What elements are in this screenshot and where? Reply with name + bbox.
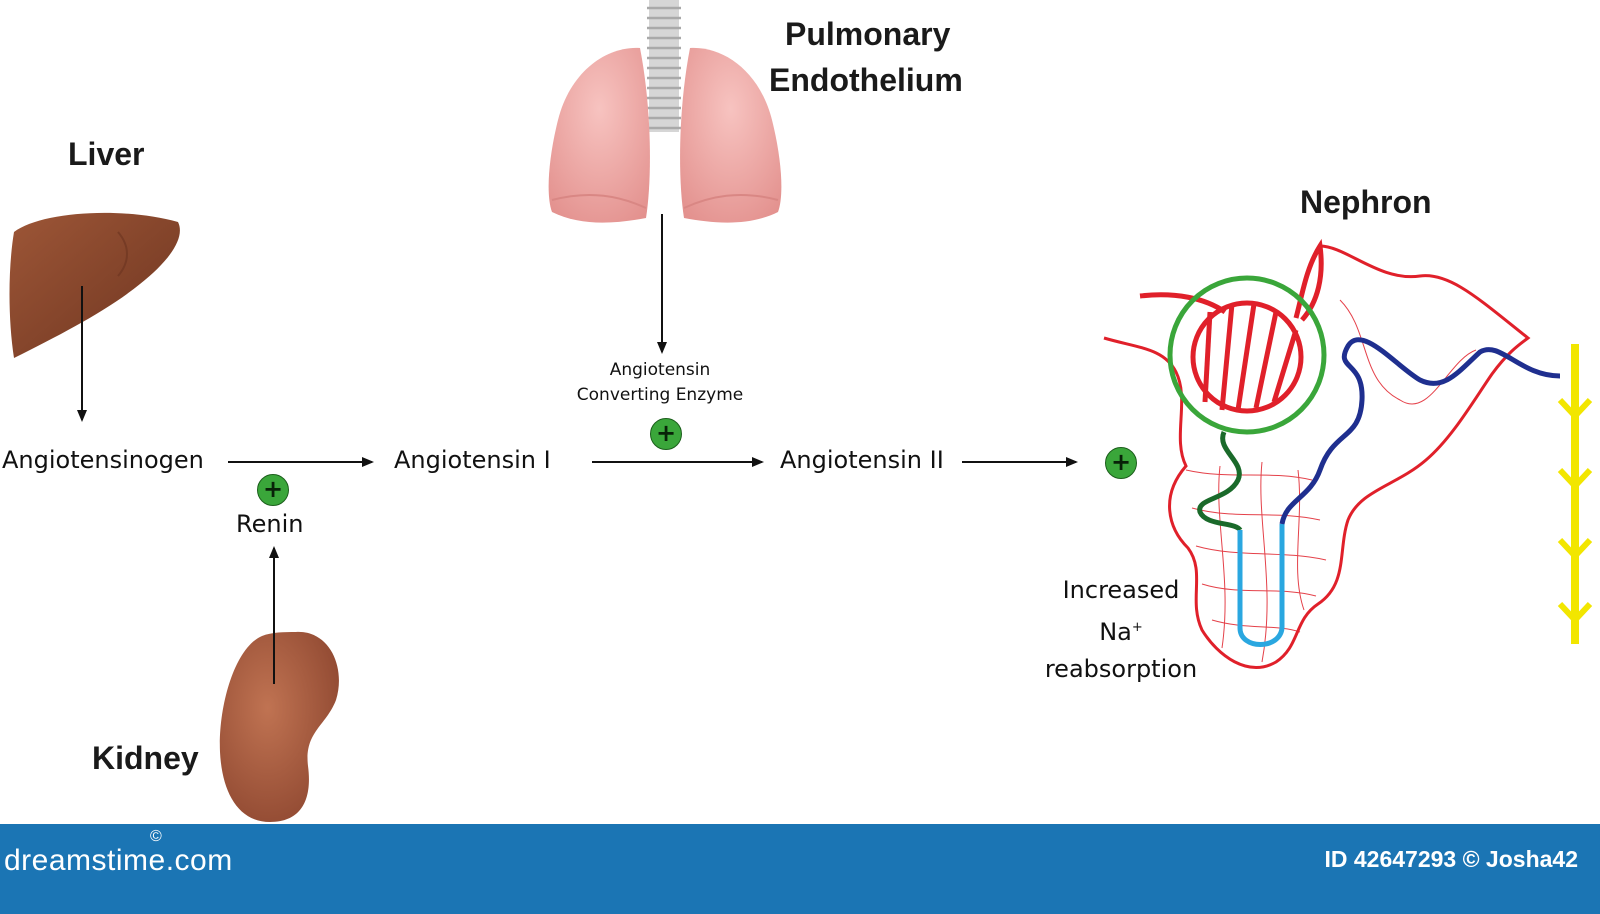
loop-of-henle <box>1237 524 1285 647</box>
ace-label: Angiotensin Converting Enzyme <box>570 358 750 408</box>
nephron-plus-icon: + <box>1105 447 1137 479</box>
sodium-symbol: Na <box>1099 618 1132 646</box>
kidney-illustration <box>219 631 339 822</box>
glomerulus <box>1190 300 1304 414</box>
sodium-charge: + <box>1131 620 1143 635</box>
photo-id-credit: ID 42647293 © Josha42 <box>1324 846 1578 872</box>
nephron-label: Nephron <box>1300 184 1432 220</box>
angiotensin-2-label: Angiotensin II <box>780 446 944 474</box>
peritubular-capillary <box>1103 244 1531 669</box>
ace-plus-icon: + <box>650 418 682 450</box>
effect-line2: Na+ <box>1036 609 1206 651</box>
liver-label: Liver <box>68 136 145 172</box>
distal-tubule <box>1279 337 1561 525</box>
footer-bar: dreamstime.com © ID 42647293 © Josha42 <box>0 824 1600 914</box>
effect-label: Increased Na+ reabsorption <box>1036 572 1206 688</box>
proximal-tubule <box>1197 430 1243 532</box>
kidney-label: Kidney <box>92 740 199 776</box>
pulmonary-label: Pulmonary <box>785 16 951 52</box>
angiotensin-1-label: Angiotensin I <box>394 446 551 474</box>
brand-logo-text[interactable]: dreamstime.com <box>4 844 233 877</box>
liver-illustration <box>9 212 180 358</box>
brand-copyright-mark: © <box>150 828 162 845</box>
pathway-arrows <box>77 214 1078 684</box>
endothelium-label: Endothelium <box>769 62 963 98</box>
angiotensinogen-label: Angiotensinogen <box>2 446 204 474</box>
effect-line1: Increased <box>1062 576 1180 604</box>
bowmans-capsule <box>1167 275 1327 435</box>
ace-label-line2: Converting Enzyme <box>576 385 744 405</box>
renin-label: Renin <box>236 510 304 538</box>
renin-plus-icon: + <box>257 474 289 506</box>
effect-line3: reabsorption <box>1044 655 1198 683</box>
lungs-illustration <box>548 0 782 223</box>
afferent-arteriole <box>1139 292 1227 315</box>
nephron-illustration <box>1103 238 1593 669</box>
ace-label-line1: Angiotensin <box>609 360 711 380</box>
